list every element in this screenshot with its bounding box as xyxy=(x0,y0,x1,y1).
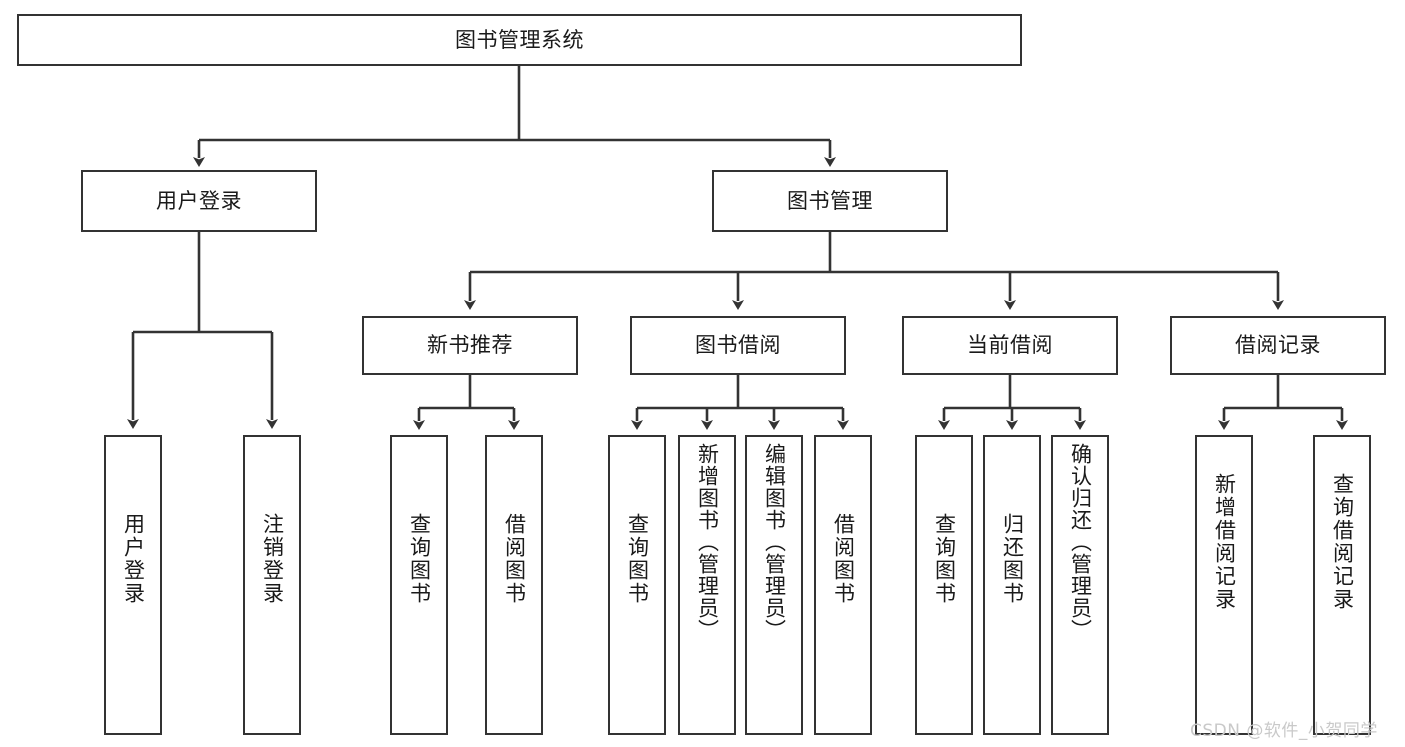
node-borrow-record-label: 借阅记录 xyxy=(1235,333,1321,358)
node-root[interactable]: 图书管理系统 xyxy=(17,14,1022,66)
node-leaf-add-book[interactable]: 新增图书（管理员） xyxy=(678,435,736,735)
node-leaf-edit-book-label: 编辑图书（管理员） xyxy=(762,443,787,641)
node-leaf-logout-label: 注销登录 xyxy=(260,513,285,605)
node-borrow-record[interactable]: 借阅记录 xyxy=(1170,316,1386,375)
node-leaf-logout[interactable]: 注销登录 xyxy=(243,435,301,735)
node-user-login[interactable]: 用户登录 xyxy=(81,170,317,232)
node-leaf-query-record[interactable]: 查询借阅记录 xyxy=(1313,435,1371,735)
csdn-watermark: CSDN @软件_小贺同学 xyxy=(1190,721,1378,741)
node-leaf-query-book-1[interactable]: 查询图书 xyxy=(390,435,448,735)
node-leaf-borrow-book-2[interactable]: 借阅图书 xyxy=(814,435,872,735)
node-leaf-return-book[interactable]: 归还图书 xyxy=(983,435,1041,735)
node-book-borrow-label: 图书借阅 xyxy=(695,333,781,358)
node-leaf-add-record[interactable]: 新增借阅记录 xyxy=(1195,435,1253,735)
node-leaf-add-record-label: 新增借阅记录 xyxy=(1212,473,1237,611)
node-leaf-confirm-return[interactable]: 确认归还（管理员） xyxy=(1051,435,1109,735)
node-leaf-user-login[interactable]: 用户登录 xyxy=(104,435,162,735)
node-leaf-query-book-1-label: 查询图书 xyxy=(407,513,432,605)
node-leaf-add-book-label: 新增图书（管理员） xyxy=(695,443,720,641)
node-leaf-edit-book[interactable]: 编辑图书（管理员） xyxy=(745,435,803,735)
node-book-borrow[interactable]: 图书借阅 xyxy=(630,316,846,375)
node-leaf-user-login-label: 用户登录 xyxy=(121,513,146,605)
node-leaf-query-record-label: 查询借阅记录 xyxy=(1330,473,1355,611)
node-new-book-recommend-label: 新书推荐 xyxy=(427,333,513,358)
node-current-borrow[interactable]: 当前借阅 xyxy=(902,316,1118,375)
node-book-manage[interactable]: 图书管理 xyxy=(712,170,948,232)
node-current-borrow-label: 当前借阅 xyxy=(967,333,1053,358)
node-leaf-query-book-2[interactable]: 查询图书 xyxy=(608,435,666,735)
node-leaf-query-book-3[interactable]: 查询图书 xyxy=(915,435,973,735)
node-leaf-confirm-return-label: 确认归还（管理员） xyxy=(1068,443,1093,641)
node-leaf-borrow-book-2-label: 借阅图书 xyxy=(831,513,856,605)
node-leaf-borrow-book-1[interactable]: 借阅图书 xyxy=(485,435,543,735)
node-leaf-query-book-3-label: 查询图书 xyxy=(932,513,957,605)
node-new-book-recommend[interactable]: 新书推荐 xyxy=(362,316,578,375)
node-user-login-label: 用户登录 xyxy=(156,188,242,213)
node-leaf-query-book-2-label: 查询图书 xyxy=(625,513,650,605)
node-book-manage-label: 图书管理 xyxy=(787,188,873,213)
node-root-label: 图书管理系统 xyxy=(455,27,584,52)
node-leaf-borrow-book-1-label: 借阅图书 xyxy=(502,513,527,605)
node-leaf-return-book-label: 归还图书 xyxy=(1000,513,1025,605)
